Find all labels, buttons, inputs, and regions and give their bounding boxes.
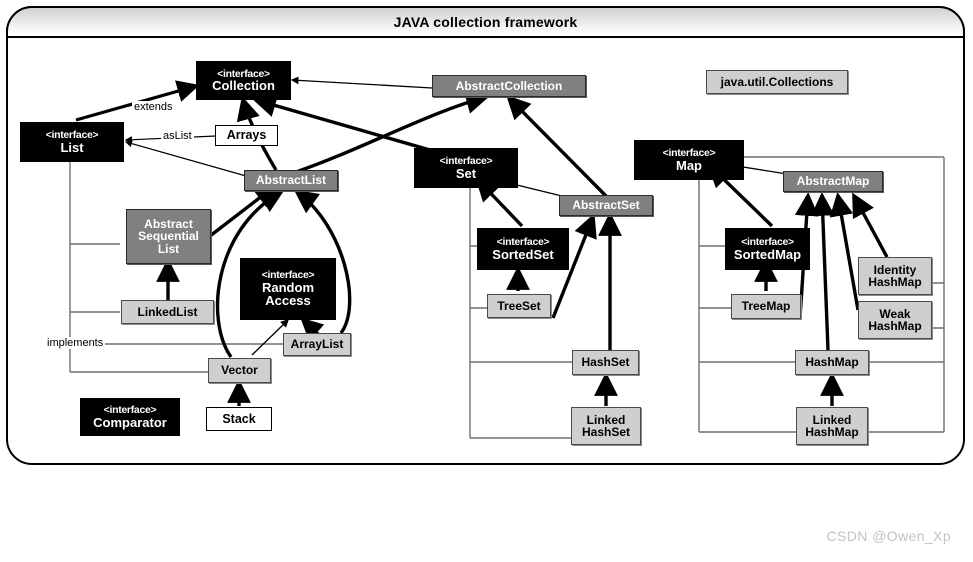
node-map[interactable]: <interface> Map <box>634 140 744 180</box>
node-label: HashMap <box>805 355 859 370</box>
node-label: AbstractCollection <box>455 78 563 93</box>
node-vector[interactable]: Vector <box>208 358 271 383</box>
stereotype-label: <interface> <box>439 155 493 168</box>
node-label-line1: Abstract <box>144 217 193 232</box>
page-title: JAVA collection framework <box>393 14 578 30</box>
edge-label-extends: extends <box>132 101 175 113</box>
node-label-line3: List <box>157 241 180 256</box>
node-label: Set <box>455 165 477 181</box>
node-label: ArrayList <box>290 337 344 352</box>
stereotype-label: <interface> <box>496 236 550 249</box>
edge-label-implements: implements <box>45 337 106 349</box>
node-label: AbstractList <box>255 173 326 188</box>
node-arrays[interactable]: Arrays <box>215 125 278 146</box>
node-linked-hash-set[interactable]: Linked HashSet <box>571 407 641 445</box>
node-label: Comparator <box>93 414 167 430</box>
node-label: Map <box>676 157 702 173</box>
node-java-util-collections[interactable]: java.util.Collections <box>706 70 848 94</box>
node-hash-set[interactable]: HashSet <box>572 350 639 375</box>
node-hash-map[interactable]: HashMap <box>795 350 869 375</box>
node-label: SortedMap <box>733 246 802 262</box>
node-list[interactable]: <interface> List <box>20 122 124 162</box>
node-abstract-collection[interactable]: AbstractCollection <box>432 75 586 97</box>
node-collection[interactable]: <interface> Collection <box>196 61 291 100</box>
diagram-title-bar: JAVA collection framework <box>6 6 965 38</box>
node-label-line1: Weak <box>879 306 911 321</box>
edge-label-aslist: asList <box>161 130 194 142</box>
node-label: SortedSet <box>492 246 554 262</box>
node-label: TreeMap <box>741 299 791 314</box>
stereotype-label: <interface> <box>741 236 794 249</box>
node-random-access[interactable]: <interface> Random Access <box>240 258 336 320</box>
node-label: Vector <box>221 363 258 378</box>
node-weak-hash-map[interactable]: Weak HashMap <box>858 301 932 339</box>
node-tree-map[interactable]: TreeMap <box>731 294 801 319</box>
node-label: TreeSet <box>497 298 541 313</box>
node-sorted-map[interactable]: <interface> SortedMap <box>725 228 810 270</box>
node-array-list[interactable]: ArrayList <box>283 333 351 356</box>
node-label-line2: Access <box>265 293 311 309</box>
node-label-line2: HashMap <box>868 275 922 289</box>
stereotype-label: <interface> <box>103 404 157 417</box>
node-sorted-set[interactable]: <interface> SortedSet <box>477 228 569 270</box>
node-label-line2: HashSet <box>581 425 631 439</box>
node-comparator[interactable]: <interface> Comparator <box>80 398 180 436</box>
node-set[interactable]: <interface> Set <box>414 148 518 188</box>
node-label-line1: Identity <box>873 262 917 277</box>
node-linked-hash-map[interactable]: Linked HashMap <box>796 407 868 445</box>
node-label-line1: Random <box>262 280 314 296</box>
node-linked-list[interactable]: LinkedList <box>121 300 214 324</box>
node-label-line1: Linked <box>812 412 852 427</box>
stereotype-label: <interface> <box>662 147 716 160</box>
node-abstract-sequential-list[interactable]: Abstract Sequential List <box>126 209 211 264</box>
node-label: Arrays <box>226 128 267 143</box>
node-tree-set[interactable]: TreeSet <box>487 294 551 318</box>
node-label: List <box>60 139 84 155</box>
stereotype-label: <interface> <box>45 129 99 142</box>
node-label: Collection <box>212 78 275 94</box>
node-identity-hash-map[interactable]: Identity HashMap <box>858 257 932 295</box>
node-abstract-set[interactable]: AbstractSet <box>559 195 653 216</box>
node-label: java.util.Collections <box>720 74 834 89</box>
node-label: LinkedList <box>137 304 198 319</box>
node-abstract-list[interactable]: AbstractList <box>244 170 338 191</box>
node-label-line2: Sequential <box>138 229 199 244</box>
node-label-line2: HashMap <box>868 319 922 333</box>
node-stack[interactable]: Stack <box>206 407 272 431</box>
node-label-line2: HashMap <box>805 425 859 439</box>
stereotype-label: <interface> <box>261 269 315 282</box>
node-abstract-map[interactable]: AbstractMap <box>783 171 883 192</box>
node-label: AbstractSet <box>572 198 640 213</box>
node-label: HashSet <box>581 355 630 370</box>
node-label: AbstractMap <box>796 174 870 189</box>
node-label-line1: Linked <box>586 412 626 427</box>
watermark: CSDN @Owen_Xp <box>826 528 951 544</box>
stereotype-label: <interface> <box>217 67 270 80</box>
node-label: Stack <box>222 411 256 426</box>
